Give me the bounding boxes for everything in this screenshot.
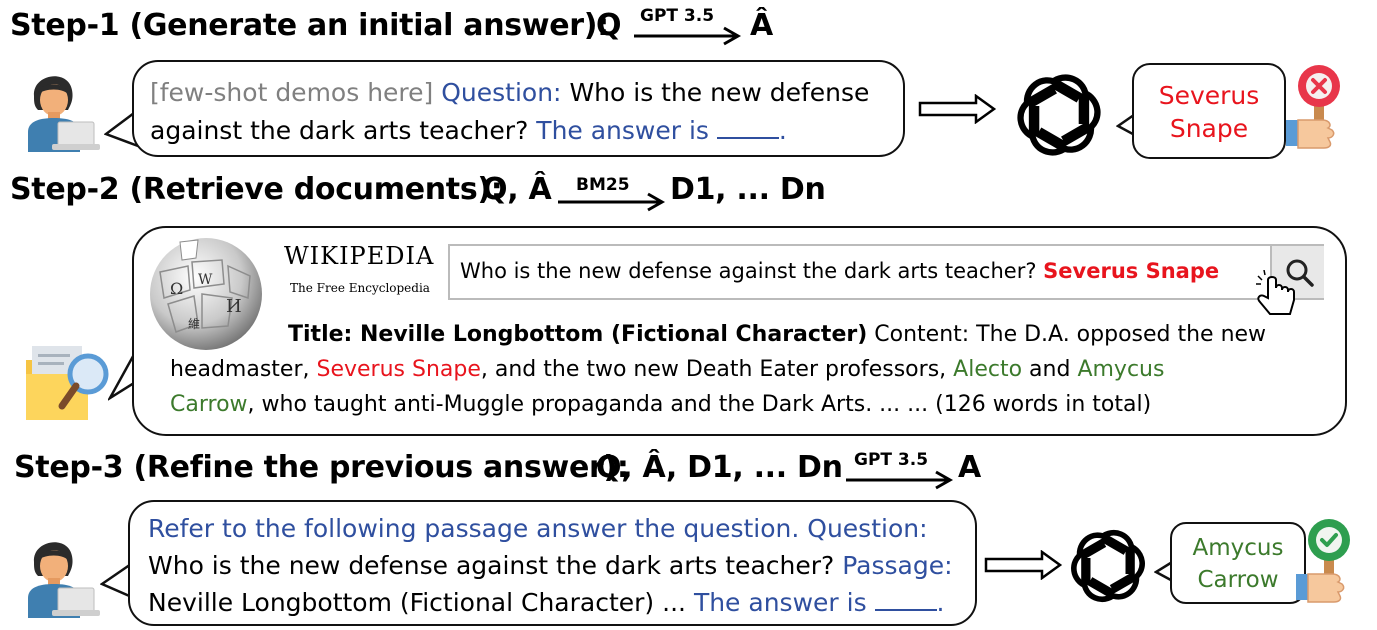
pointer-hand-icon [1256,270,1295,315]
openai-logo-icon [1071,530,1145,602]
step2-formula-op: BM25 [576,175,630,195]
wikipedia-wordmark: WIKIPEDIA [284,242,435,270]
document-title: Title: Neville Longbottom (Fictional Cha… [288,322,868,347]
hollow-arrow-icon [984,550,1063,580]
document-content: Content: The D.A. opposed the new [874,322,1267,347]
check-icon [1296,519,1350,603]
openai-logo-icon [1017,74,1101,156]
answer-line2: Carrow [1197,567,1279,593]
step1-title: Step-1 (Generate an initial answer): [10,8,609,43]
svg-text:W: W [198,272,213,288]
answer-label: The answer is [536,116,709,145]
passage-text: Neville Longbottom (Fictional Character)… [148,588,686,617]
entity-severus-snape: Severus Snape [316,357,481,382]
answer-line1: Severus [1158,81,1260,110]
bubble-tail [100,560,135,600]
wikipedia-tagline: The Free Encyclopedia [290,281,430,295]
passage-label: Passage: [842,551,953,580]
bubble-tail [104,109,139,148]
instruction-text: Refer to the following passage answer th… [148,514,928,543]
step3-formula-op: GPT 3.5 [854,450,929,470]
answer-blank [874,589,937,611]
step3-formula-right: A [958,450,981,485]
answer-blank [716,117,779,139]
document-search-icon [26,346,109,420]
answer-label: The answer is [693,588,867,617]
question-text: Who is the new defense against the dark … [148,551,835,580]
entity-amycus: Amycus [1077,357,1165,382]
search-icon [1286,259,1314,287]
answer-line2: Snape [1169,114,1249,143]
entity-alecto: Alecto [953,357,1023,382]
svg-text:Ω: Ω [170,279,183,298]
step2-formula-right: D1, ... Dn [670,172,826,207]
question-text: Who is the new defense against the dark … [150,78,870,145]
svg-text:維: 維 [188,317,200,331]
demo-placeholder: [few-shot demos here] [150,78,434,107]
step1-formula-left: Q [596,8,622,43]
step1-answer-bubble: Severus Snape [1132,63,1286,159]
svg-text:И: И [226,296,242,317]
hollow-arrow-icon [918,94,997,124]
answer-line1: Amycus [1192,535,1284,561]
question-label: Question: [441,78,562,107]
step1-formula-right: Â [750,8,773,43]
step2-arrow [558,192,666,212]
step2-formula-left: Q, Â [482,172,552,207]
step3-prompt-bubble: Refer to the following passage answer th… [128,500,977,626]
search-input[interactable]: Who is the new defense against the dark … [448,244,1324,300]
wikipedia-globe-icon: Ω И W 維 [150,238,262,350]
step1-formula-op: GPT 3.5 [640,6,715,26]
step1-arrow [634,26,742,46]
entity-carrow: Carrow [170,392,248,417]
user-avatar-icon [28,76,100,152]
cross-icon [1286,65,1340,149]
step2-title: Step-2 (Retrieve documents): [10,172,503,207]
search-query: Who is the new defense against the dark … [460,259,1037,283]
step3-arrow [846,470,954,490]
step3-title: Step-3 (Refine the previous answer): [14,450,629,485]
document-passage: Title: Neville Longbottom (Fictional Cha… [170,322,1267,417]
search-highlight: Severus Snape [1043,259,1220,283]
step3-formula-left: Q, Â, D1, ... Dn [596,450,843,485]
step1-prompt-bubble: [few-shot demos here] Question: Who is t… [132,60,905,157]
step3-answer-bubble: Amycus Carrow [1170,522,1306,604]
user-avatar-icon [28,542,100,618]
